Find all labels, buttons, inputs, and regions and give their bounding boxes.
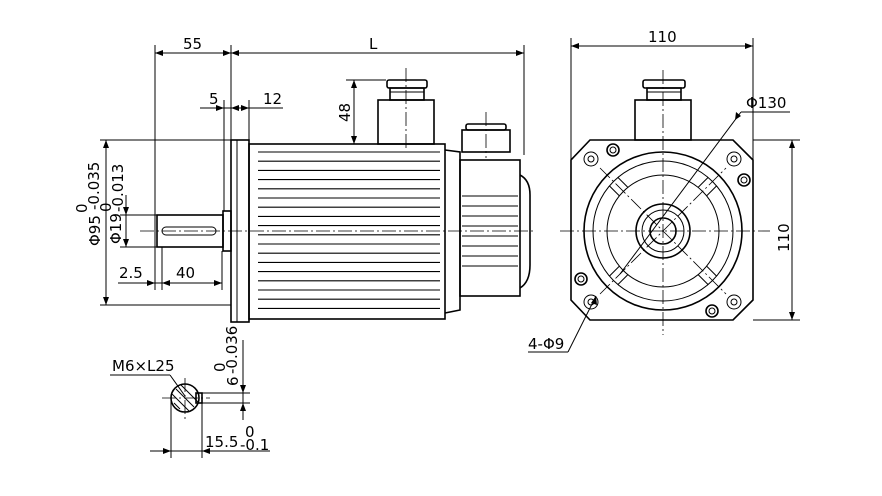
front-view-dimensions: 110 Φ130 110 4-Φ9 — [528, 28, 800, 353]
dim-flange-thickness: 5 — [209, 90, 219, 108]
mount-hole-br — [726, 294, 742, 310]
rear-cap-ribs — [462, 195, 518, 267]
front-ribs — [608, 176, 718, 286]
dim-thread: M6×L25 — [112, 357, 175, 375]
front-connector — [634, 79, 692, 141]
front-rib — [698, 274, 709, 286]
dim-body-length: L — [369, 35, 378, 53]
screw-head-3 — [574, 272, 588, 286]
dim-flange-offset: 55 — [183, 35, 202, 53]
front-rib — [698, 176, 709, 188]
shaft-section: M6×L25 6 0 -0.036 15.5 0 -0.1 — [110, 326, 270, 458]
encoder-connector — [461, 112, 511, 158]
dim-key-tol-upper: 0 — [211, 362, 229, 372]
dim-shaft-diameter: Φ19 — [107, 213, 125, 244]
front-view: 110 Φ130 110 4-Φ9 — [528, 28, 800, 353]
screw-head-2 — [737, 173, 751, 187]
dim-shaft-tol-lower: -0.013 — [109, 164, 127, 212]
dim-connector-height: 48 — [336, 103, 354, 122]
dim-key-depth: 15.5 — [205, 433, 238, 451]
front-rib — [608, 185, 620, 196]
front-rib — [706, 185, 718, 196]
dim-shaft-offset: 2.5 — [119, 264, 143, 282]
front-rib — [608, 266, 620, 277]
dim-shaft-length: 40 — [176, 264, 195, 282]
rear-cap — [444, 149, 531, 314]
front-rib — [617, 176, 628, 188]
cooling-fins — [258, 151, 440, 309]
mount-hole-tl — [583, 151, 599, 167]
shaft-section-dimensions: M6×L25 6 0 -0.036 15.5 0 -0.1 — [110, 326, 270, 458]
side-view: 55 L 5 12 48 — [73, 35, 535, 323]
dim-key-width: 6 — [224, 376, 242, 386]
dim-pilot-tol-upper: 0 — [73, 203, 91, 213]
dim-mount-holes: 4-Φ9 — [528, 335, 564, 353]
power-connector — [377, 68, 435, 150]
front-rib — [706, 266, 718, 277]
dim-flange-width: 110 — [648, 28, 677, 46]
motor-body — [248, 143, 446, 320]
mount-hole-tr — [726, 151, 742, 167]
dim-key-depth-tol-upper: 0 — [245, 423, 255, 441]
side-view-dimensions: 55 L 5 12 48 — [73, 35, 525, 306]
screw-head-1 — [606, 143, 620, 157]
dim-pilot-length: 12 — [263, 90, 282, 108]
screw-head-4 — [705, 304, 719, 318]
dim-flange-height: 110 — [775, 223, 793, 252]
dim-shaft-tol-upper: 0 — [97, 202, 115, 212]
front-rib — [617, 274, 628, 286]
dim-bolt-circle: Φ130 — [746, 94, 786, 112]
dim-key-tol-lower: -0.036 — [223, 326, 241, 374]
dim-key-depth-tol-lower: -0.1 — [240, 436, 269, 454]
dim-pilot-tol-lower: -0.035 — [85, 162, 103, 210]
dim-pilot-diameter: Φ95 — [86, 215, 104, 246]
